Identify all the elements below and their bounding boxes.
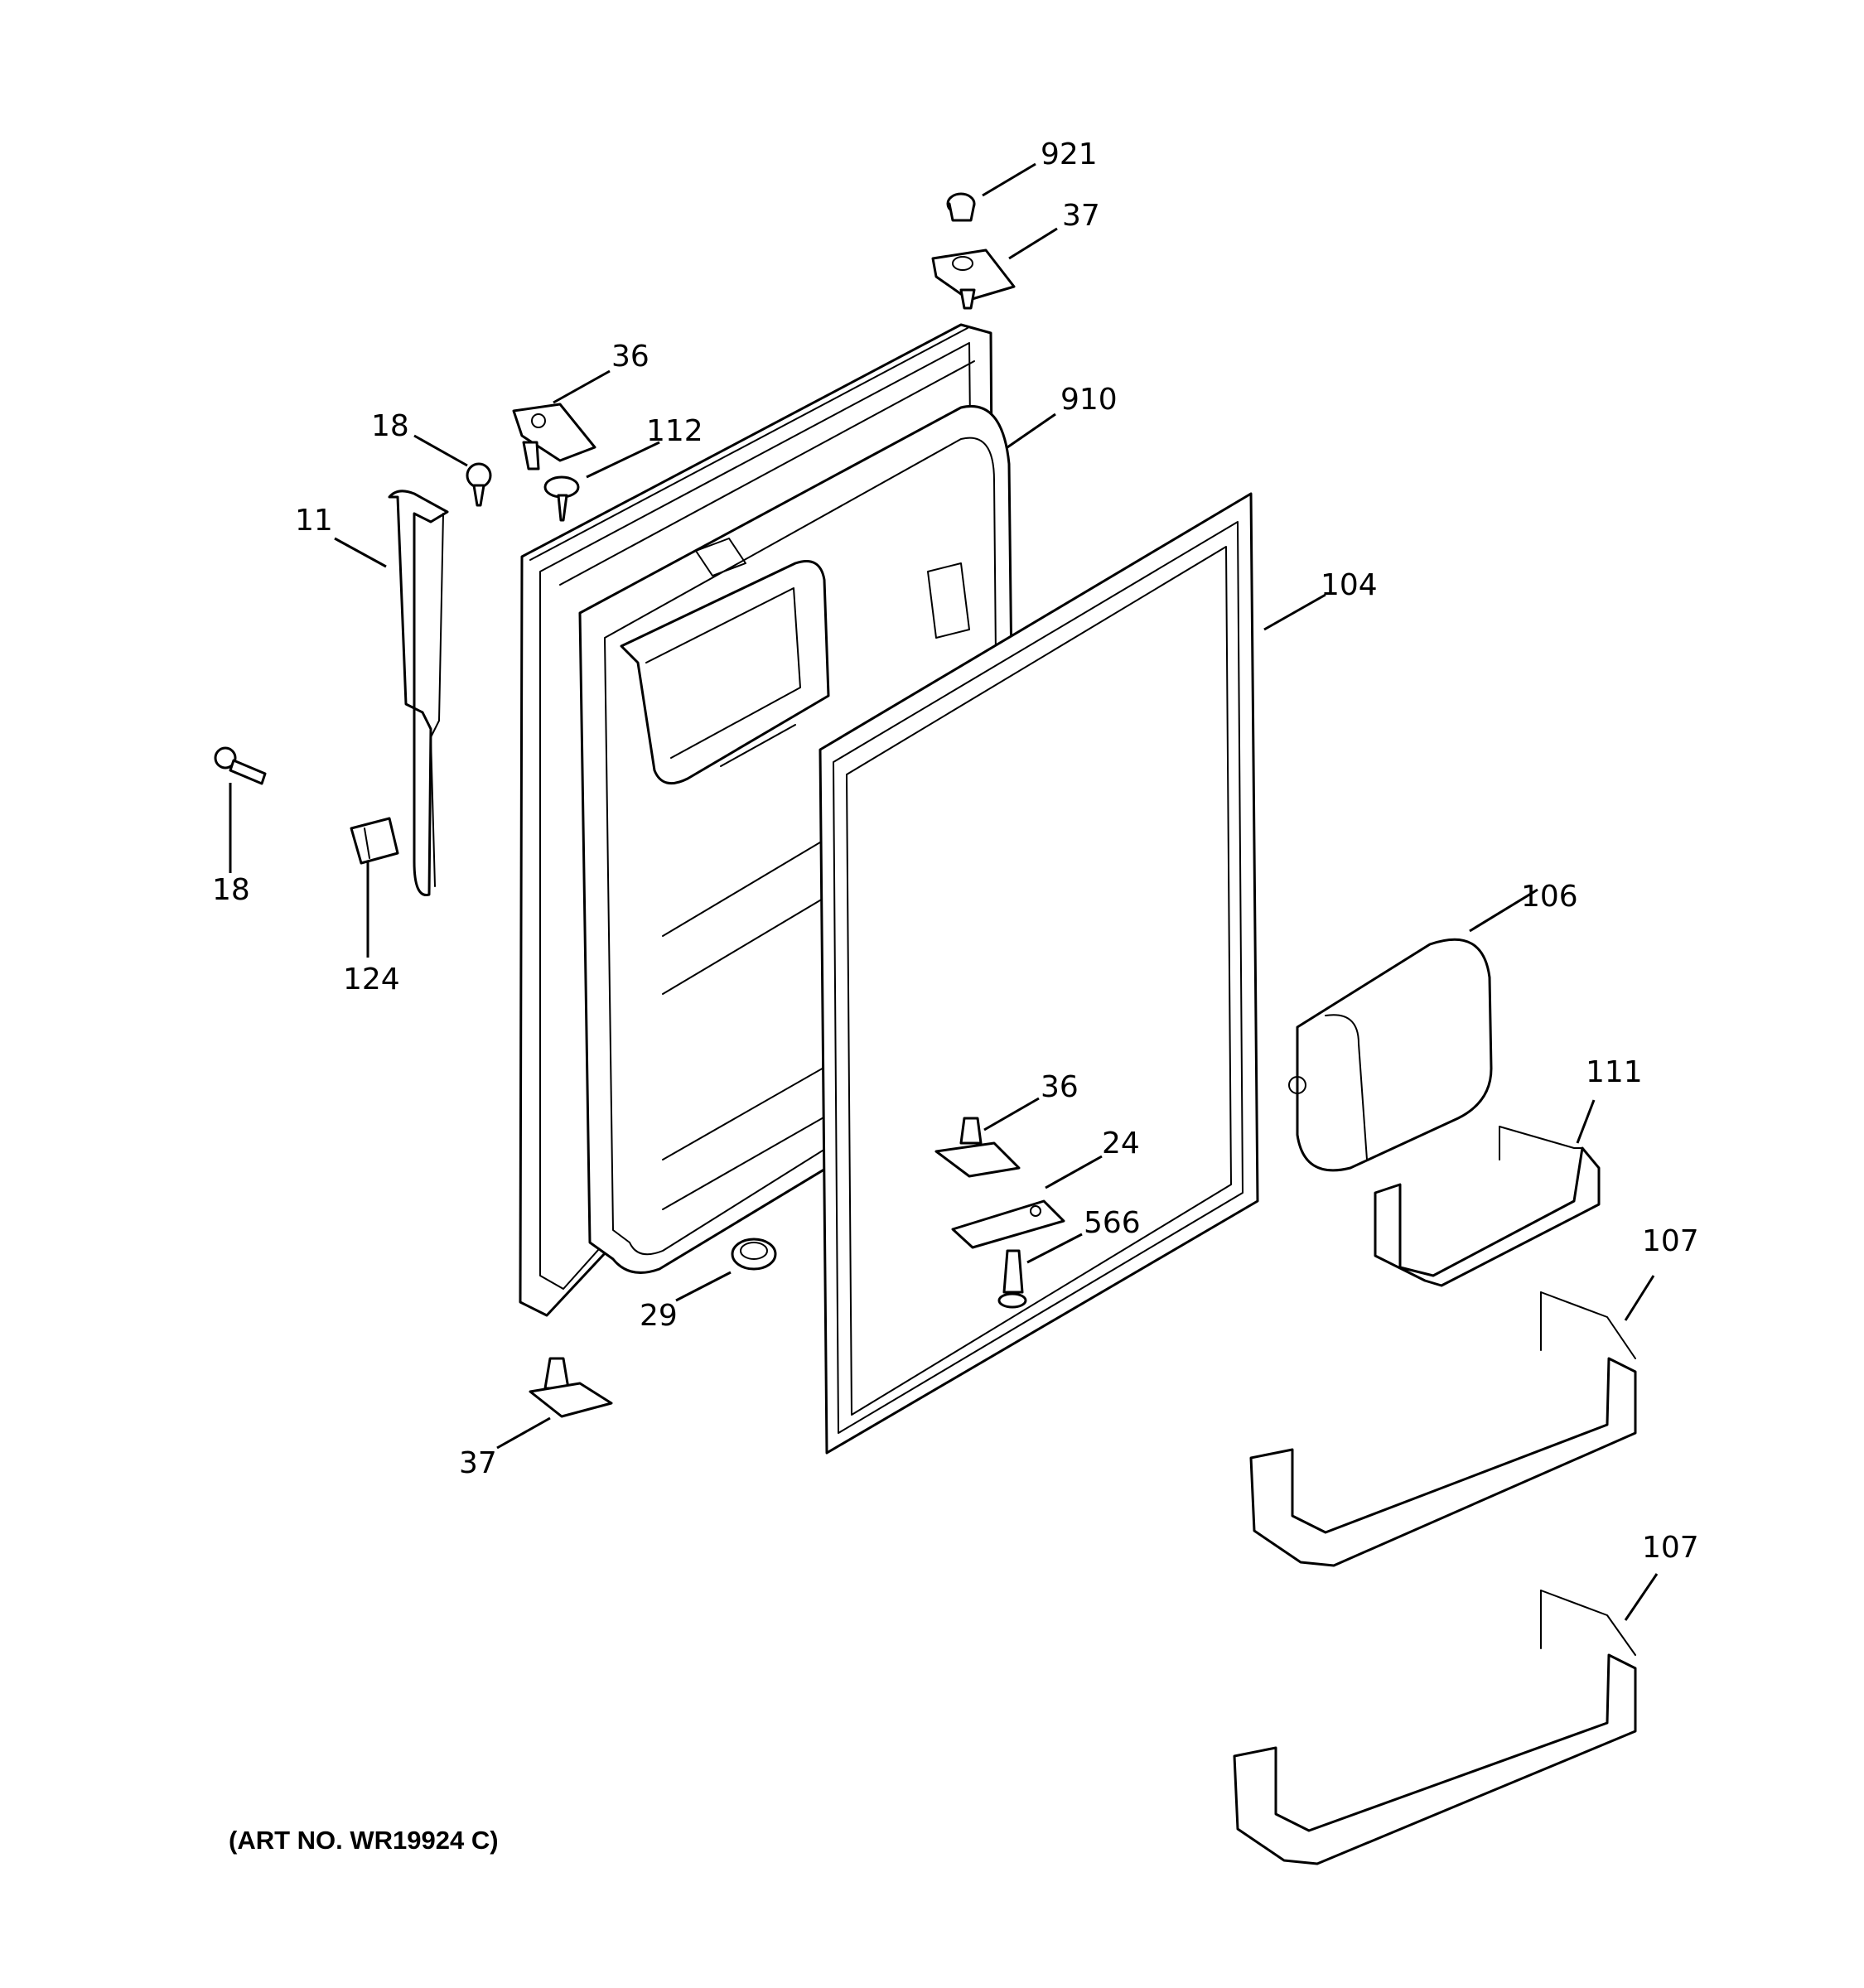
callout-106: 106 [1521,880,1578,914]
callout-921: 921 [1041,138,1098,171]
callout-104: 104 [1321,568,1378,602]
screw-left [214,746,267,785]
callout-566: 566 [1084,1206,1141,1240]
door-bin-107-lower [1233,1590,1637,1865]
callout-37-top: 37 [1062,199,1100,233]
top-hinge-36 [512,403,596,470]
callout-18-left: 18 [212,873,250,907]
hinge-plate-24 [951,1199,1065,1249]
callout-111: 111 [1586,1055,1643,1089]
callout-107-lower: 107 [1642,1531,1699,1565]
bottom-hinge-37 [529,1357,613,1418]
washer-screw-112 [543,475,580,522]
handle-clip [350,817,399,865]
callout-18-top: 18 [371,409,409,443]
small-door-bin-111 [1374,1126,1601,1287]
dairy-compartment-106 [1288,938,1493,1172]
door-handle [388,490,449,896]
callout-24: 24 [1102,1127,1140,1160]
top-hinge-37 [931,248,1016,310]
bottom-hinge-36 [934,1117,1021,1178]
screw-566 [997,1249,1027,1309]
plug-29 [731,1238,777,1271]
callout-124: 124 [343,963,400,996]
callout-37-bottom: 37 [459,1446,497,1480]
callout-107-upper: 107 [1642,1224,1699,1258]
art-number: (ART NO. WR19924 C) [229,1826,499,1855]
callout-36-top: 36 [611,340,650,374]
door-gasket [819,492,1259,1455]
callout-36-bottom: 36 [1041,1070,1079,1104]
leader-lines [229,162,1659,1621]
callout-11: 11 [295,504,333,538]
door-bin-107-upper [1249,1291,1637,1567]
callout-29: 29 [640,1299,678,1333]
screw-top [466,462,492,507]
callout-112: 112 [646,414,703,448]
callout-910: 910 [1060,383,1118,417]
hinge-cap-921 [946,192,976,222]
